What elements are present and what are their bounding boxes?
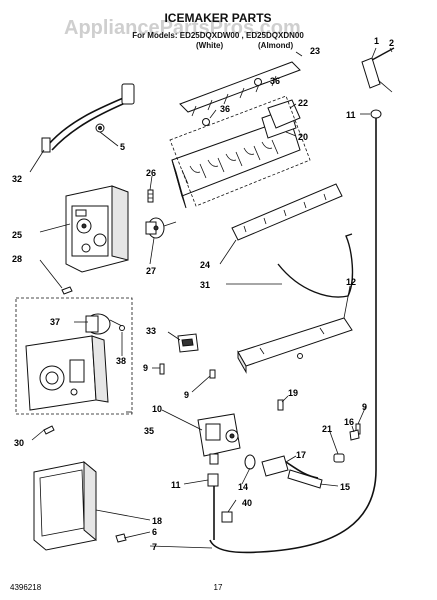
- callout-35: 35: [144, 426, 154, 436]
- screw-28-part: [61, 286, 73, 295]
- callout-32: 32: [12, 174, 22, 184]
- watermark-text: AppliancePartsPros.com: [64, 17, 301, 39]
- doc-number: 4396218: [10, 583, 42, 592]
- callout-15: 15: [340, 482, 350, 492]
- callout-18: 18: [152, 516, 162, 526]
- callout-25: 25: [12, 230, 22, 240]
- callout-20: 20: [298, 132, 308, 142]
- color-white-label: (White): [196, 41, 223, 50]
- callout-17: 17: [296, 450, 306, 460]
- callout-38: 38: [116, 356, 126, 366]
- callout-19: 19: [288, 388, 298, 398]
- leader-lines: [29, 47, 393, 549]
- callout-9-left: 9: [143, 363, 148, 373]
- callout-labels: 1 2 5 6 7 9 9 9 10 11 11 12 14 15 16 17 …: [12, 36, 394, 552]
- ice-mold-assembly: [169, 61, 343, 241]
- color-almond-label: (Almond): [258, 41, 293, 50]
- callout-9-mid: 9: [184, 390, 189, 400]
- callout-16: 16: [344, 417, 354, 427]
- control-module-housing: [65, 185, 129, 273]
- screw-9-parts: [159, 363, 361, 435]
- cover-18-part: [33, 460, 97, 551]
- fill-tube-part: [209, 47, 395, 554]
- screw-30-part: [43, 425, 55, 435]
- callout-30: 30: [14, 438, 24, 448]
- parts-21-16: [333, 429, 360, 463]
- callout-22: 22: [298, 98, 308, 108]
- service-kit-box: [15, 297, 133, 415]
- callout-7: 7: [152, 542, 157, 552]
- water-valve-part: [197, 413, 241, 465]
- callout-27: 27: [146, 266, 156, 276]
- bail-arm-part: [277, 233, 354, 298]
- callout-24: 24: [200, 260, 210, 270]
- callout-2: 2: [389, 38, 394, 48]
- motor-part: [145, 217, 177, 239]
- callout-1: 1: [374, 36, 379, 46]
- callout-14: 14: [238, 482, 248, 492]
- callout-36-upper: 36: [270, 76, 280, 86]
- callout-31: 31: [200, 280, 210, 290]
- callout-9-right: 9: [362, 402, 367, 412]
- callout-11-lower: 11: [171, 480, 181, 490]
- screw-19-part: [277, 399, 284, 411]
- callout-36-lower: 36: [220, 104, 230, 114]
- clip-33-part: [177, 333, 199, 353]
- callout-12: 12: [346, 277, 356, 287]
- nut-40-part: [221, 511, 233, 523]
- callout-11-upper: 11: [346, 110, 356, 120]
- fitting-14-part: [244, 454, 256, 470]
- callout-33: 33: [146, 326, 156, 336]
- tube-15-part: [287, 469, 323, 489]
- callout-37: 37: [50, 317, 60, 327]
- callout-26: 26: [146, 168, 156, 178]
- nut-11-lower-part: [207, 473, 219, 487]
- callout-23: 23: [310, 46, 320, 56]
- callout-10: 10: [152, 404, 162, 414]
- callout-6: 6: [152, 527, 157, 537]
- page-number: 17: [214, 583, 223, 592]
- bracket-12-part: [237, 317, 353, 374]
- models-line: For Models: ED25DQXDW00 , ED25DQXDN00: [132, 31, 304, 40]
- diagram-title: ICEMAKER PARTS: [164, 11, 271, 25]
- screw-6-part: [115, 533, 127, 543]
- screw-26-part: [147, 189, 154, 203]
- callout-5: 5: [120, 142, 125, 152]
- callout-28: 28: [12, 254, 22, 264]
- callout-21: 21: [322, 424, 332, 434]
- callout-40: 40: [242, 498, 252, 508]
- screw-36-parts: [202, 78, 262, 126]
